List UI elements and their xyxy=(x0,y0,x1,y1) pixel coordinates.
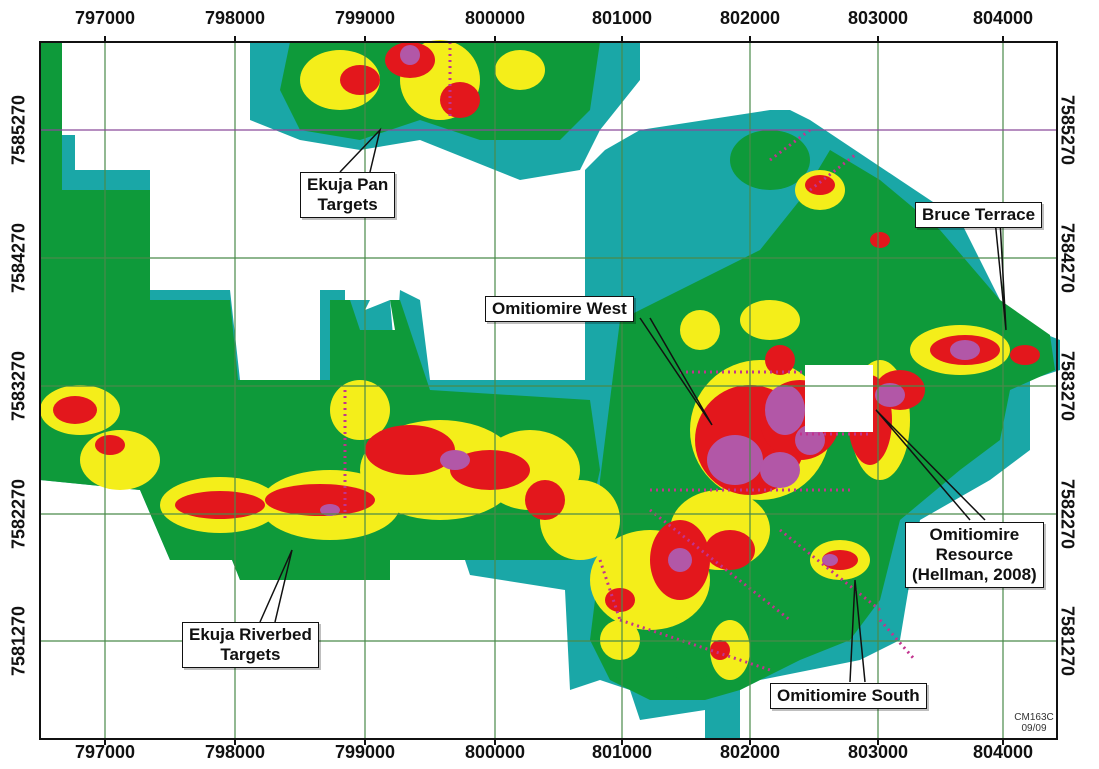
y-tick-right: 7583270 xyxy=(1057,350,1078,422)
label-omitiomire-south: Omitiomire South xyxy=(770,683,927,709)
x-tick-top: 801000 xyxy=(591,8,653,28)
x-tick-top: 800000 xyxy=(464,8,526,28)
label-line: Targets xyxy=(220,645,281,664)
x-tick-bottom: 802000 xyxy=(719,742,781,762)
label-ekuja-pan-targets: Ekuja Pan Targets xyxy=(300,172,396,218)
label-line: Resource xyxy=(935,545,1014,564)
figure-code-line: 09/09 xyxy=(1021,723,1047,734)
y-tick-left: 7585270 xyxy=(8,94,29,166)
y-tick-left: 7581270 xyxy=(8,605,29,677)
tick-marks xyxy=(104,36,1004,745)
x-tick-top: 797000 xyxy=(74,8,136,28)
figure-code: CM163C 09/09 xyxy=(1012,712,1056,734)
label-line: Bruce Terrace xyxy=(922,205,1036,224)
y-tick-left: 7583270 xyxy=(8,350,29,422)
x-tick-bottom: 797000 xyxy=(74,742,136,762)
label-line: Targets xyxy=(317,195,378,214)
x-tick-bottom: 803000 xyxy=(847,742,909,762)
label-omitiomire-west: Omitiomire West xyxy=(485,296,634,322)
very-high-zone xyxy=(320,45,980,572)
figure-code-line: CM163C xyxy=(1014,712,1054,723)
x-tick-bottom: 798000 xyxy=(204,742,266,762)
traverse-lines xyxy=(343,42,917,672)
x-tick-top: 803000 xyxy=(847,8,909,28)
resource-blank xyxy=(805,365,873,432)
label-line: (Hellman, 2008) xyxy=(912,565,1037,584)
y-tick-right: 7585270 xyxy=(1057,94,1078,166)
x-tick-bottom: 801000 xyxy=(591,742,653,762)
x-tick-top: 798000 xyxy=(204,8,266,28)
y-tick-right: 7584270 xyxy=(1057,222,1078,294)
label-line: Omitiomire West xyxy=(492,299,627,318)
x-tick-bottom: 799000 xyxy=(334,742,396,762)
label-line: Ekuja Riverbed xyxy=(189,625,312,644)
label-omitiomire-resource: Omitiomire Resource (Hellman, 2008) xyxy=(905,522,1044,588)
label-line: Ekuja Pan xyxy=(307,175,389,194)
map-frame xyxy=(39,41,1058,740)
y-tick-left: 7584270 xyxy=(8,222,29,294)
y-tick-right: 7582270 xyxy=(1057,478,1078,550)
x-tick-top: 802000 xyxy=(719,8,781,28)
label-line: Omitiomire South xyxy=(777,686,920,705)
y-tick-left: 7582270 xyxy=(8,478,29,550)
x-tick-top: 799000 xyxy=(334,8,396,28)
x-tick-top: 804000 xyxy=(972,8,1034,28)
y-tick-right: 7581270 xyxy=(1057,605,1078,677)
label-ekuja-riverbed-targets: Ekuja Riverbed Targets xyxy=(182,622,319,668)
leader-lines xyxy=(259,127,1007,683)
x-tick-bottom: 804000 xyxy=(972,742,1034,762)
label-bruce-terrace: Bruce Terrace xyxy=(915,202,1043,228)
label-line: Omitiomire xyxy=(929,525,1020,544)
x-tick-bottom: 800000 xyxy=(464,742,526,762)
